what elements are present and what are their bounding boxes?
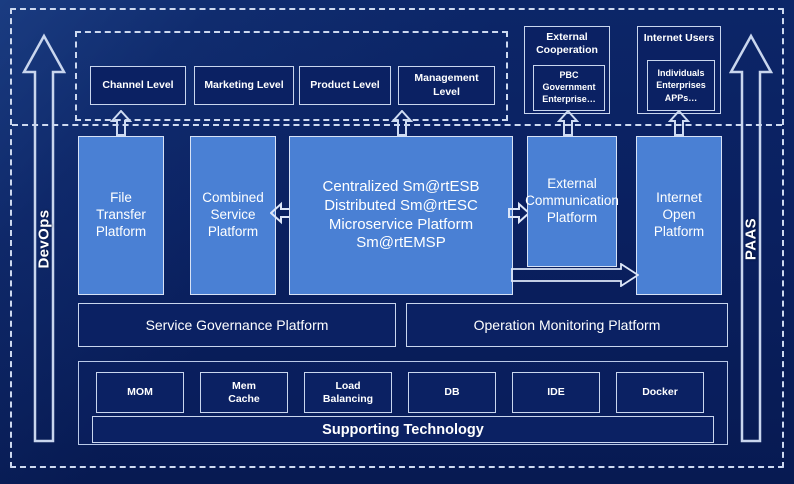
tech-item-label-line-1: Mem bbox=[232, 379, 256, 392]
paas-rail: PAAS bbox=[729, 32, 773, 445]
supporting-technology-bar[interactable]: Supporting Technology bbox=[92, 416, 714, 443]
tech-item-db[interactable]: DB bbox=[408, 372, 496, 413]
external-cooperation-title: External Cooperation bbox=[525, 27, 609, 57]
bar-label: Service Governance Platform bbox=[145, 317, 329, 333]
paas-label: PAAS bbox=[742, 217, 760, 260]
platform-label-line-3: Platform bbox=[653, 223, 705, 239]
platform-label-line-2: Service bbox=[210, 207, 256, 223]
platform-file-transfer[interactable]: File Transfer Platform bbox=[78, 136, 164, 295]
platform-label-line-3: Platform bbox=[546, 209, 598, 225]
business-level-management[interactable]: Management Level bbox=[398, 66, 495, 105]
platform-label-line-3: Platform bbox=[95, 223, 147, 239]
flow-up-arrow-icon bbox=[110, 110, 132, 136]
platform-internet-open[interactable]: Internet Open Platform bbox=[636, 136, 722, 295]
platform-core-esb[interactable]: Centralized Sm@rtESB Distributed Sm@rtES… bbox=[289, 136, 513, 295]
up-arrow-icon bbox=[22, 32, 66, 445]
business-level-label: Marketing Level bbox=[204, 78, 284, 91]
platform-external-communication[interactable]: External Communication Platform bbox=[525, 136, 619, 267]
business-levels-group bbox=[75, 31, 508, 121]
right-arrow-icon bbox=[508, 200, 530, 226]
internet-users-title: Internet Users bbox=[638, 27, 720, 45]
tech-item-label: IDE bbox=[547, 386, 565, 399]
platform-label-line-1: Internet bbox=[656, 190, 702, 206]
detail-line-1: Individuals bbox=[657, 68, 705, 79]
tech-item-label-line-1: Load bbox=[335, 379, 361, 392]
flow-up-arrow-icon bbox=[557, 110, 579, 136]
business-level-label: Management Level bbox=[414, 72, 479, 98]
devops-label: DevOps bbox=[35, 208, 53, 269]
bar-service-governance[interactable]: Service Governance Platform bbox=[78, 303, 396, 347]
tech-item-label-line-2: Balancing bbox=[322, 392, 374, 405]
tech-item-label-line-2: Cache bbox=[228, 392, 260, 405]
detail-line-3: APPs… bbox=[664, 92, 698, 103]
detail-line-2: Enterprise… bbox=[542, 93, 596, 104]
flow-up-arrow-icon bbox=[391, 110, 413, 136]
tech-item-ide[interactable]: IDE bbox=[512, 372, 600, 413]
business-level-label: Product Level bbox=[310, 78, 380, 91]
platform-label-line-2: Communication bbox=[525, 193, 619, 209]
platform-label-line-1: Centralized Sm@rtESB bbox=[322, 178, 480, 195]
platform-label-line-2: Transfer bbox=[96, 207, 146, 223]
external-cooperation-panel[interactable]: External Cooperation PBC Government Ente… bbox=[524, 26, 610, 114]
tech-item-load-balancing[interactable]: Load Balancing bbox=[304, 372, 392, 413]
tech-item-label: DB bbox=[444, 386, 460, 399]
tech-item-docker[interactable]: Docker bbox=[616, 372, 704, 413]
platform-label-line-1: External bbox=[547, 176, 597, 192]
internet-users-detail: Individuals Enterprises APPs… bbox=[647, 60, 715, 111]
external-cooperation-detail: PBC Government Enterprise… bbox=[533, 65, 605, 111]
platform-label-line-1: Combined bbox=[202, 190, 264, 206]
business-level-label: Channel Level bbox=[102, 78, 174, 91]
platform-label-line-3: Microservice Platform Sm@rtEMSP bbox=[328, 215, 474, 252]
platform-label-line-2: Open bbox=[662, 207, 696, 223]
bar-operation-monitoring[interactable]: Operation Monitoring Platform bbox=[406, 303, 728, 347]
bar-label: Operation Monitoring Platform bbox=[473, 317, 661, 333]
platform-label-line-1: File bbox=[110, 190, 132, 206]
title-line-1: Internet Users bbox=[643, 32, 715, 44]
detail-line-1: PBC Government bbox=[542, 70, 596, 93]
tech-item-mom[interactable]: MOM bbox=[96, 372, 184, 413]
title-line-1: External bbox=[546, 31, 588, 43]
core-to-internet-open-arrow-icon bbox=[511, 263, 639, 287]
tech-item-mem-cache[interactable]: Mem Cache bbox=[200, 372, 288, 413]
flow-up-arrow-icon bbox=[668, 110, 690, 136]
platform-label-line-3: Platform bbox=[207, 223, 259, 239]
business-level-marketing[interactable]: Marketing Level bbox=[194, 66, 294, 105]
detail-line-2: Enterprises bbox=[656, 80, 706, 91]
up-arrow-icon bbox=[729, 32, 773, 445]
outer-dashed-frame bbox=[10, 8, 784, 468]
title-line-2: Cooperation bbox=[536, 44, 598, 57]
tech-item-label: Docker bbox=[642, 386, 678, 399]
tech-item-label: MOM bbox=[127, 386, 153, 399]
business-level-channel[interactable]: Channel Level bbox=[90, 66, 186, 105]
platform-label-line-2: Distributed Sm@rtESC bbox=[324, 196, 478, 214]
platform-combined-service[interactable]: Combined Service Platform bbox=[190, 136, 276, 295]
devops-rail: DevOps bbox=[22, 32, 66, 445]
business-level-product[interactable]: Product Level bbox=[299, 66, 391, 105]
internet-users-panel[interactable]: Internet Users Individuals Enterprises A… bbox=[637, 26, 721, 114]
supporting-technology-label: Supporting Technology bbox=[322, 421, 484, 438]
